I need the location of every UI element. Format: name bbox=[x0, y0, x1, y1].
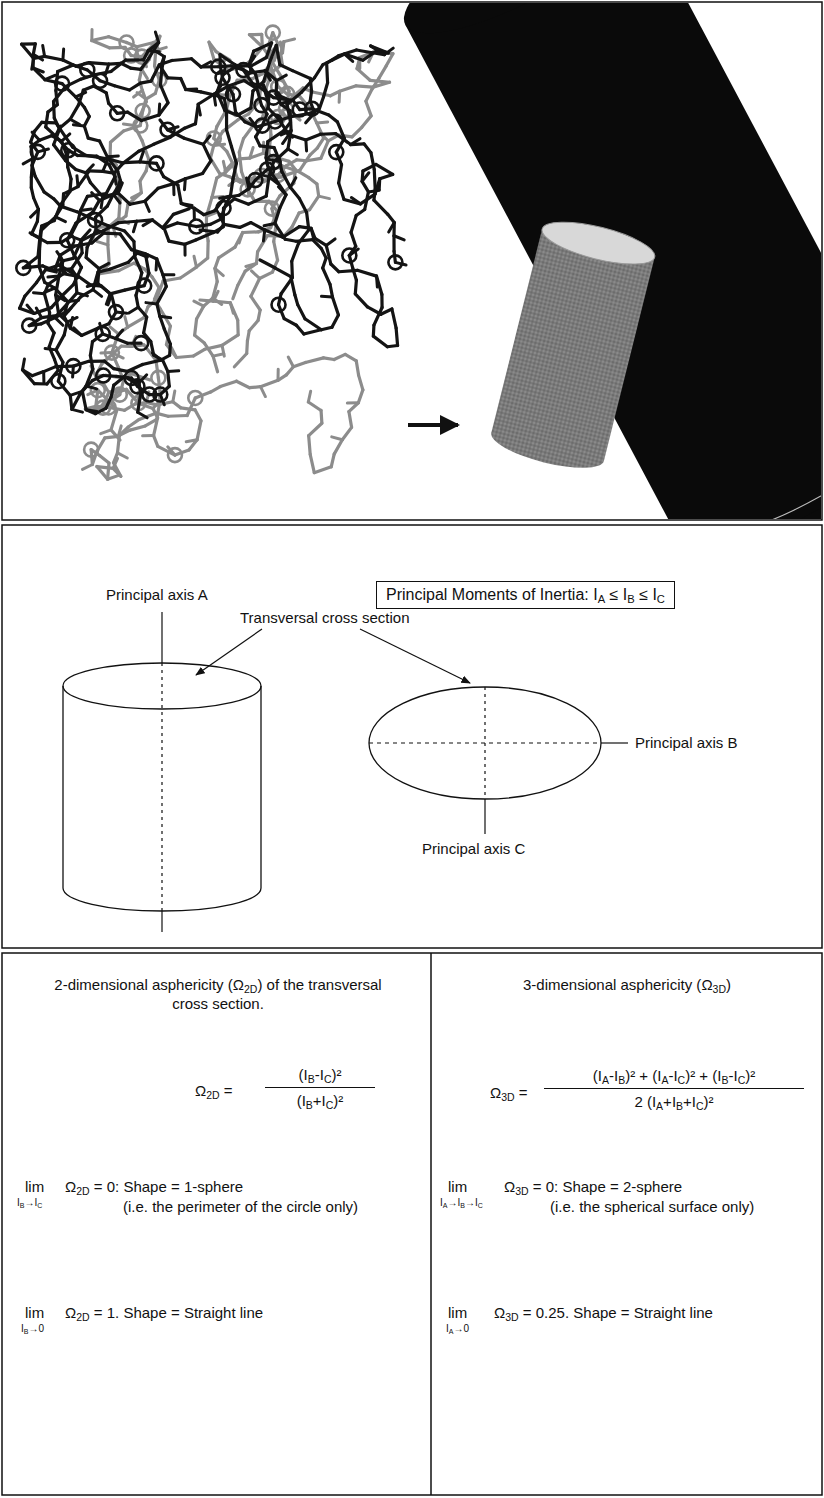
formula-text: lim bbox=[448, 1178, 467, 1197]
limit-subscript: IB→IC bbox=[17, 1197, 42, 1210]
fraction-term: (IB+IC)² bbox=[265, 1092, 375, 1111]
leader-arrow bbox=[360, 629, 470, 683]
axis-line bbox=[484, 687, 485, 799]
leader-arrow bbox=[196, 629, 262, 675]
formula-text: Ω2D = bbox=[195, 1082, 233, 1101]
molecule-drawing bbox=[16, 26, 406, 480]
transform-arrow bbox=[408, 423, 458, 427]
fraction-term: 2 (IA+IB+IC)² bbox=[544, 1093, 804, 1112]
limit-subscript: IA→IB→IC bbox=[440, 1197, 483, 1210]
axis-label: Principal axis A bbox=[104, 586, 210, 604]
cell-divider bbox=[430, 953, 432, 1495]
axis-line bbox=[161, 663, 162, 910]
axis-label: Principal axis C bbox=[420, 840, 527, 858]
cylinder-sketch bbox=[63, 663, 261, 911]
formula-text: (i.e. the perimeter of the circle only) bbox=[123, 1198, 358, 1217]
axis-label: Principal axis B bbox=[633, 734, 740, 752]
inner-cylinder bbox=[487, 214, 658, 477]
box-title: Principal Moments of Inertia: IA ≤ IB ≤ … bbox=[386, 585, 665, 605]
axis-line bbox=[484, 799, 485, 834]
axis-line bbox=[601, 742, 628, 743]
formula-text: Ω3D = 0.25. Shape = Straight line bbox=[494, 1304, 713, 1323]
limit-subscript: IA→0 bbox=[446, 1323, 469, 1336]
formula-text: Ω3D = bbox=[490, 1084, 528, 1103]
cross-section-ellipse bbox=[369, 687, 601, 799]
formula-text: Ω2D = 1. Shape = Straight line bbox=[65, 1304, 263, 1323]
formula-text: (i.e. the spherical surface only) bbox=[550, 1198, 754, 1217]
cell-heading: 3-dimensional asphericity (Ω3D) bbox=[452, 976, 802, 995]
formula-cell: 2-dimensional asphericity (Ω2D) of the t… bbox=[3, 954, 430, 1494]
formula-text: Ω3D = 0: Shape = 2-sphere bbox=[504, 1178, 682, 1197]
formula-text: lim bbox=[448, 1304, 467, 1323]
title-box: Principal Moments of Inertia: IA ≤ IB ≤ … bbox=[376, 581, 675, 609]
panel-border bbox=[2, 525, 822, 948]
limit-subscript: IB→0 bbox=[21, 1323, 44, 1336]
formula-cell: 3-dimensional asphericity (Ω3D) Ω3D = (IA-… bbox=[432, 954, 821, 1494]
formula-text: lim bbox=[25, 1304, 44, 1323]
formula-text: lim bbox=[25, 1178, 44, 1197]
cell-heading: 2-dimensional asphericity (Ω2D) of the t… bbox=[53, 976, 383, 1014]
fraction-term: (IB-IC)² bbox=[265, 1066, 375, 1088]
fraction-term: (IA-IB)² + (IA-IC)² + (IB-IC)² bbox=[544, 1067, 804, 1089]
callout-label: Transversal cross section bbox=[238, 609, 412, 627]
panel-border bbox=[2, 953, 822, 1495]
outer-cylinder bbox=[387, 3, 821, 519]
formula-text: Ω2D = 0: Shape = 1-sphere bbox=[65, 1178, 243, 1197]
axis-line bbox=[161, 910, 162, 932]
axis-line bbox=[161, 612, 162, 663]
